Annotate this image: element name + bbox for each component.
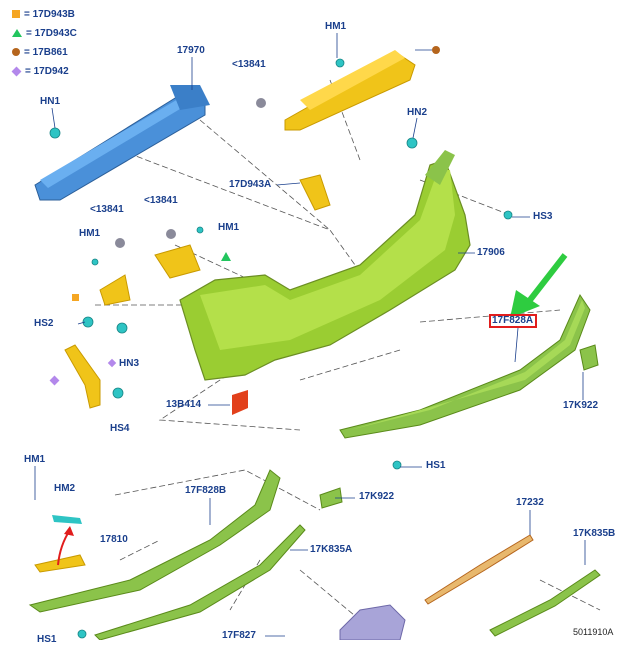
part-label-hs3: HS3 [533,211,553,222]
part-label-hn3: HN3 [119,358,140,369]
part-label-hm1: HM1 [79,228,101,239]
part-label-17810: 17810 [100,534,128,545]
triangle-icon [12,29,22,38]
legend-text: = 17D942 [25,66,69,77]
lower-trim-17k835a [94,524,306,640]
legend-row: = 17D943B [12,8,75,22]
trim-strip-17232 [424,534,534,605]
legend-text: = 17D943B [24,9,75,20]
part-label-13b414: 13B414 [166,399,202,410]
diamond-icon [11,66,22,77]
part-label-13841: <13841 [232,59,266,70]
reinforcement-beam [34,85,210,201]
upper-absorber-bracket [284,50,416,131]
part-label-hm1: HM1 [325,21,347,32]
diagram-code: 5011910A [573,627,614,637]
highlight-box [489,314,537,328]
part-label-hm2: HM2 [54,483,76,494]
part-label-13841: <13841 [144,195,178,206]
part-label-hs2: HS2 [34,318,54,329]
bracket-17f827 [339,604,406,640]
part-label-hm1: HM1 [218,222,240,233]
green-arrow-icon [510,253,568,318]
part-label-hs1: HS1 [37,634,57,645]
part-label-17d943a: 17D943A [229,179,272,190]
bumper-cover [179,150,471,381]
marker-circle-icon [432,46,440,54]
legend-text: = 17B861 [24,47,68,58]
legend-text: = 17D943C [26,28,77,39]
part-label-hs1: HS1 [426,460,446,471]
part-label-17232: 17232 [516,497,544,508]
part-label-17970: 17970 [177,45,205,56]
part-label-17906: 17906 [477,247,505,258]
part-label-hn2: HN2 [407,107,428,118]
part-label-17f828b: 17F828B [185,485,227,496]
lower-trim-17k835b [489,569,601,637]
circle-icon [12,48,20,57]
marker-diamond-icon [107,358,117,368]
lower-valance-b [28,469,281,613]
label-leaders [34,33,586,637]
part-label-hn1: HN1 [40,96,61,107]
part-label-17f828a: 17F828A [492,315,534,326]
legend-row: = 17D943C [12,27,77,41]
lower-valance-a [339,293,591,439]
part-label-13841: <13841 [90,204,124,215]
part-label-17k922: 17K922 [359,491,395,502]
part-label-17k835b: 17K835B [573,528,616,539]
marker-diamond-icon [49,375,60,386]
nuts [115,98,266,248]
part-label-17f827: 17F827 [222,630,256,641]
part-label-17k922: 17K922 [563,400,599,411]
red-arrowhead-icon [64,526,74,536]
marker-square-icon [72,294,79,301]
small-parts [34,174,599,573]
part-label-hs4: HS4 [110,423,130,434]
marker-triangle-icon [221,252,231,261]
square-icon [12,10,20,19]
part-label-hm1: HM1 [24,454,46,465]
part-label-17k835a: 17K835A [310,544,353,555]
legend-row: = 17B861 [12,46,68,60]
legend-row: = 17D942 [11,65,69,79]
